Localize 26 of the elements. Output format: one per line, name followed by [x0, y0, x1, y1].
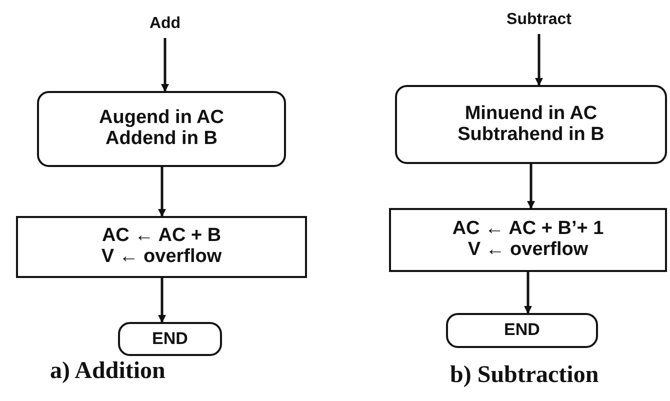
terminal-box — [118, 322, 222, 356]
box-text: V ← overflow — [101, 247, 222, 268]
start-label: Add — [149, 15, 181, 33]
arrow — [158, 278, 166, 323]
terminal-box — [446, 313, 598, 348]
arrow — [527, 164, 535, 209]
process-box — [395, 85, 667, 164]
arrow — [161, 38, 169, 92]
box-text: V ← overflow — [468, 240, 588, 261]
box-text: Augend in AC — [99, 108, 224, 129]
box-text: Minuend in AC — [464, 104, 598, 124]
box-text: AC ← AC + B’+ 1 — [452, 219, 604, 240]
start-label: Subtract — [506, 11, 572, 29]
arrow — [535, 34, 543, 86]
box-text: AC ← AC + B — [102, 226, 222, 247]
process-box — [16, 216, 307, 278]
arrow — [524, 272, 532, 314]
process-box — [389, 208, 667, 272]
arrow — [158, 167, 166, 217]
box-text: END — [152, 330, 188, 348]
figure-caption: b) Subtraction — [450, 362, 599, 389]
process-box — [37, 91, 286, 167]
box-text: Addend in B — [106, 129, 218, 150]
box-text: Subtrahend in B — [458, 124, 604, 146]
box-text: END — [504, 321, 540, 340]
figure-caption: a) Addition — [50, 358, 166, 385]
